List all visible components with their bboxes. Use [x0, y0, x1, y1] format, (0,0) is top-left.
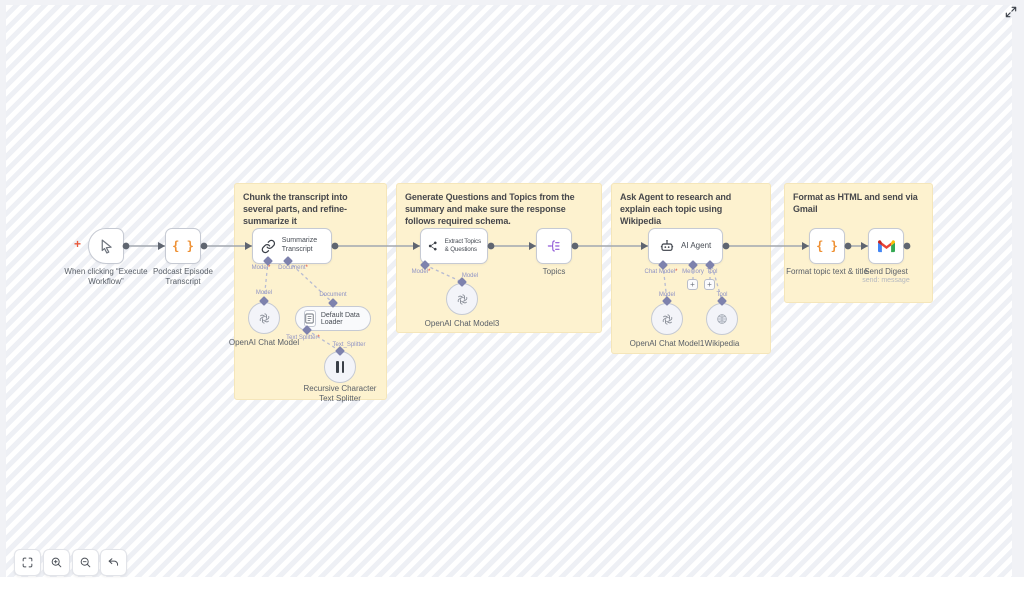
robot-icon — [660, 240, 674, 251]
port-label: Document — [319, 292, 347, 298]
text-splitter-icon — [336, 361, 344, 373]
expand-canvas-button[interactable] — [1004, 5, 1018, 19]
node-label: OpenAI Chat Model1 — [629, 339, 705, 348]
plus-icon: + — [690, 279, 695, 289]
port-label: Text Splitter — [286, 335, 318, 341]
node-ai-agent[interactable]: AI Agent — [648, 228, 723, 264]
add-memory-button[interactable]: + — [687, 279, 698, 290]
port-label: Text_Splitter — [332, 342, 366, 348]
sticky-note-title: Generate Questions and Topics from the s… — [405, 192, 575, 227]
port-label: Model — [411, 269, 428, 275]
add-tool-button[interactable]: + — [704, 279, 715, 290]
port-label: Document — [278, 265, 306, 271]
node-podcast-transcript[interactable]: { } — [165, 228, 201, 264]
node-sublabel: send: message — [862, 277, 910, 284]
node-title: Extract Topics & Questions — [444, 238, 481, 253]
openai-icon — [662, 313, 672, 325]
node-openai-chat-model3[interactable] — [446, 283, 478, 315]
page-bottom-strip — [0, 577, 1024, 601]
node-title: Default Data Loader — [320, 311, 360, 326]
zoom-in-button[interactable] — [43, 549, 70, 576]
node-label: Send Digest — [864, 267, 908, 276]
sticky-note-4[interactable]: Format as HTML and send via Gmail — [784, 183, 933, 303]
sticky-note-title: Chunk the transcript into several parts,… — [243, 192, 348, 227]
zoom-out-icon — [80, 557, 91, 568]
zoom-in-icon — [51, 557, 62, 568]
sticky-note-title: Ask Agent to research and explain each t… — [620, 192, 732, 227]
code-braces-icon: { } — [816, 239, 838, 253]
port-label: Model — [658, 292, 676, 298]
split-out-icon — [547, 240, 560, 252]
link-icon — [261, 239, 276, 253]
node-default-data-loader[interactable]: Default Data Loader — [295, 306, 371, 331]
node-send-digest-gmail[interactable] — [868, 228, 904, 264]
sticky-note-title: Format as HTML and send via Gmail — [793, 192, 918, 215]
node-format-topic[interactable]: { } — [809, 228, 845, 264]
node-label: Recursive Character Text Splitter — [303, 384, 377, 403]
node-label: OpenAI Chat Model — [228, 338, 300, 347]
expand-icon — [1005, 6, 1017, 18]
node-openai-chat-model1[interactable] — [651, 303, 683, 335]
zoom-out-button[interactable] — [72, 549, 99, 576]
add-trigger-plus-icon[interactable]: + — [74, 237, 82, 251]
node-openai-chat-model[interactable] — [248, 302, 280, 334]
node-label: Wikipedia — [704, 339, 740, 348]
port-label: Model — [255, 290, 273, 296]
cursor-icon — [101, 239, 112, 254]
code-braces-icon: { } — [172, 239, 194, 253]
port-label: Tool — [716, 292, 728, 298]
undo-icon — [108, 558, 119, 566]
openai-icon — [259, 312, 269, 324]
node-label: OpenAI Chat Model3 — [424, 319, 500, 328]
openai-icon — [457, 293, 467, 305]
node-topics[interactable] — [536, 228, 572, 264]
port-label: Tool — [706, 269, 718, 275]
node-label: When clicking “Execute Workflow” — [64, 267, 148, 286]
sticky-note-3[interactable]: Ask Agent to research and explain each t… — [611, 183, 771, 354]
node-label: Format topic text & title — [786, 267, 868, 276]
port-label: Chat Model — [644, 269, 676, 275]
gmail-icon — [877, 239, 895, 252]
port-label: Model — [251, 265, 268, 271]
undo-button[interactable] — [100, 549, 127, 576]
zoom-to-fit-button[interactable] — [14, 549, 41, 576]
fit-view-icon — [22, 557, 33, 568]
document-icon — [304, 310, 316, 327]
node-label: Podcast Episode Transcript — [152, 267, 214, 286]
wikipedia-globe-icon — [717, 314, 727, 324]
node-label: Topics — [542, 267, 566, 276]
node-summarize-transcript[interactable]: Summarize Transcript — [252, 228, 332, 264]
node-title: AI Agent — [681, 241, 712, 250]
port-label: Memory — [682, 269, 704, 275]
node-wikipedia[interactable] — [706, 303, 738, 335]
node-recursive-text-splitter[interactable] — [324, 351, 356, 383]
extract-icon — [428, 241, 437, 251]
node-extract-topics[interactable]: Extract Topics & Questions — [420, 228, 488, 264]
port-label: Model — [461, 273, 479, 279]
node-title: Summarize Transcript — [281, 237, 318, 253]
node-trigger[interactable] — [88, 228, 124, 264]
plus-icon: + — [707, 279, 712, 289]
